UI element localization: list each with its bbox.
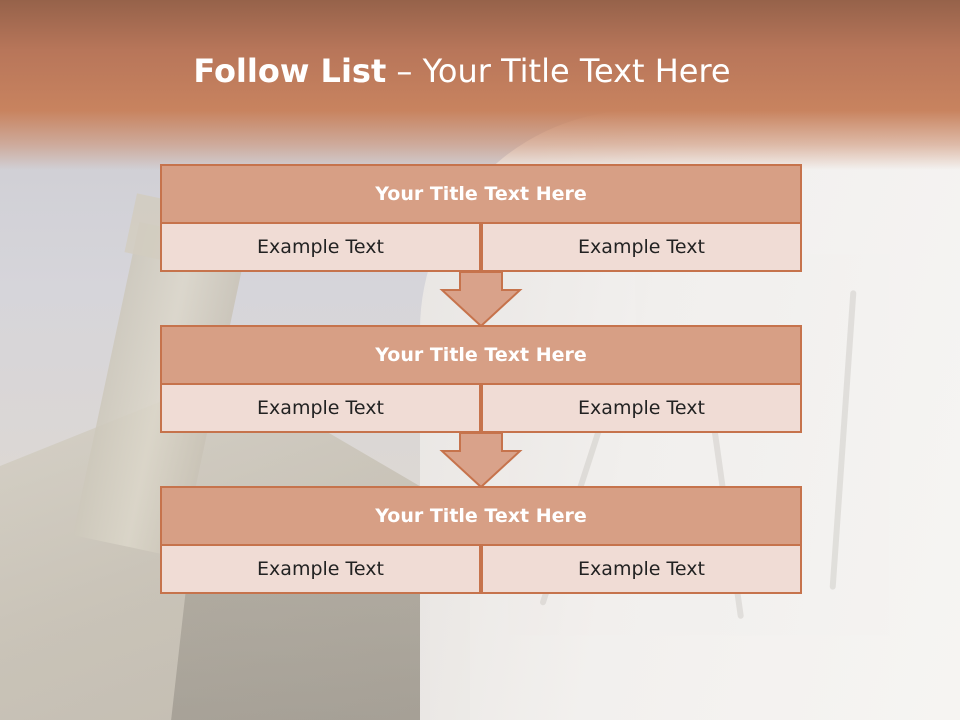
block-cell-right: Example Text [481,544,802,594]
slide-title-rest: – Your Title Text Here [386,52,731,90]
robe-fold [829,290,857,590]
down-arrow-icon [439,271,523,328]
follow-block-2: Your Title Text Here Example Text Exampl… [160,325,802,433]
block-cell-left: Example Text [160,222,481,272]
block-title: Your Title Text Here [160,486,802,546]
title-band [0,0,960,170]
slide-title: Follow List – Your Title Text Here [0,52,942,90]
down-arrow-icon [439,432,523,489]
block-cell-left: Example Text [160,383,481,433]
follow-block-1: Your Title Text Here Example Text Exampl… [160,164,802,272]
block-cell-right: Example Text [481,383,802,433]
block-title: Your Title Text Here [160,325,802,385]
slide-title-bold: Follow List [193,52,387,90]
block-title: Your Title Text Here [160,164,802,224]
block-cell-left: Example Text [160,544,481,594]
follow-block-3: Your Title Text Here Example Text Exampl… [160,486,802,594]
block-cell-right: Example Text [481,222,802,272]
